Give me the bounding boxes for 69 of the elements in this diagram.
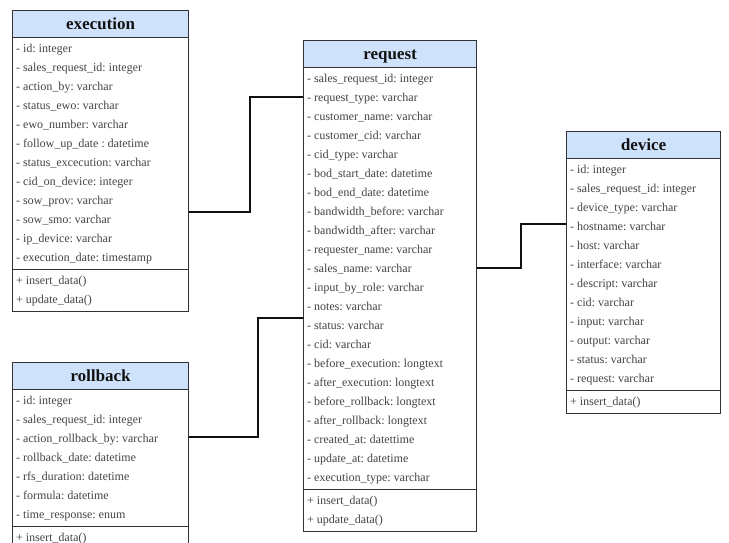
attribute-text: - status_ewo: varchar [15, 97, 119, 114]
attribute-text: - customer_cid: varchar [306, 127, 421, 144]
class-name-header: rollback [13, 363, 188, 390]
attribute-text: - status_excecution: varchar [15, 154, 151, 171]
attribute-text: - rfs_duration: datetime [15, 468, 130, 485]
attribute-text: - sales_request_id: integer [15, 411, 142, 428]
attribute-text: - bandwidth_after: varchar [306, 222, 435, 239]
attribute-text: - sow_prov: varchar [15, 192, 113, 209]
attribute-text: - created_at: datettime [306, 431, 414, 448]
attribute-text: - action_by: varchar [15, 78, 113, 95]
attribute-text: - descript: varchar [569, 275, 658, 292]
connector-line [477, 223, 566, 269]
class-name-header: request [304, 41, 476, 68]
attribute-text: - sales_request_id: integer [569, 180, 696, 197]
attribute-text: - output: varchar [569, 332, 650, 349]
attribute-text: - bod_end_date: datetime [306, 184, 429, 201]
attribute-text: - request_type: varchar [306, 89, 418, 106]
method-text: + update_data() [306, 511, 383, 528]
attribute-text: - cid: varchar [306, 336, 371, 353]
attribute-text: - input_by_role: varchar [306, 279, 424, 296]
connector-line [189, 317, 303, 438]
attribute-text: - id: integer [569, 161, 626, 178]
connector-line [189, 96, 303, 213]
attribute-text: - formula: datetime [15, 487, 109, 504]
class-box [12, 362, 189, 543]
attribute-text: - sales_name: varchar [306, 260, 412, 277]
attribute-text: - execution_date: timestamp [15, 249, 152, 266]
attribute-text: - execution_type: varchar [306, 469, 430, 486]
attribute-text: - ewo_number: varchar [15, 116, 128, 133]
attribute-text: - cid: varchar [569, 294, 634, 311]
attribute-text: - requester_name: varchar [306, 241, 432, 258]
attribute-text: - input: varchar [569, 313, 644, 330]
attribute-text: - ip_device: varchar [15, 230, 112, 247]
attribute-text: - customer_name: varchar [306, 108, 432, 125]
attribute-text: - action_rollback_by: varchar [15, 430, 158, 447]
attribute-text: - device_type: varchar [569, 199, 678, 216]
attribute-text: - cid_type: varchar [306, 146, 398, 163]
attribute-text: - sales_request_id: integer [15, 59, 142, 76]
attribute-text: - before_execution: longtext [306, 355, 443, 372]
class-name-header: device [567, 132, 720, 159]
attribute-text: - bandwidth_before: varchar [306, 203, 444, 220]
class-box [566, 131, 721, 414]
method-text: + insert_data() [15, 272, 86, 289]
attribute-text: - before_rollback: longtext [306, 393, 436, 410]
class-box [12, 10, 189, 312]
attribute-text: - hostname: varchar [569, 218, 666, 235]
attribute-text: - rollback_date: datetime [15, 449, 136, 466]
attribute-text: - id: integer [15, 40, 72, 57]
attribute-text: - sow_smo: varchar [15, 211, 111, 228]
method-text: + update_data() [15, 291, 92, 308]
attribute-text: - sales_request_id: integer [306, 70, 433, 87]
attribute-text: - after_execution: longtext [306, 374, 434, 391]
attribute-text: - cid_on_device: integer [15, 173, 133, 190]
attribute-text: - request: varchar [569, 370, 654, 387]
attribute-text: - status: varchar [569, 351, 647, 368]
class-name-header: execution [13, 11, 188, 38]
attribute-text: - follow_up_date : datetime [15, 135, 149, 152]
attribute-text: - id: integer [15, 392, 72, 409]
attribute-text: - bod_start_date: datetime [306, 165, 432, 182]
attribute-text: - notes: varchar [306, 298, 382, 315]
attribute-text: - status: varchar [306, 317, 384, 334]
method-text: + insert_data() [569, 393, 640, 410]
attribute-text: - interface: varchar [569, 256, 662, 273]
attribute-text: - host: varchar [569, 237, 640, 254]
class-box [303, 40, 477, 532]
attribute-text: - after_rollback: longtext [306, 412, 427, 429]
attribute-text: - time_response: enum [15, 506, 126, 523]
attribute-text: - update_at: datetime [306, 450, 408, 467]
method-text: + insert_data() [306, 492, 378, 509]
